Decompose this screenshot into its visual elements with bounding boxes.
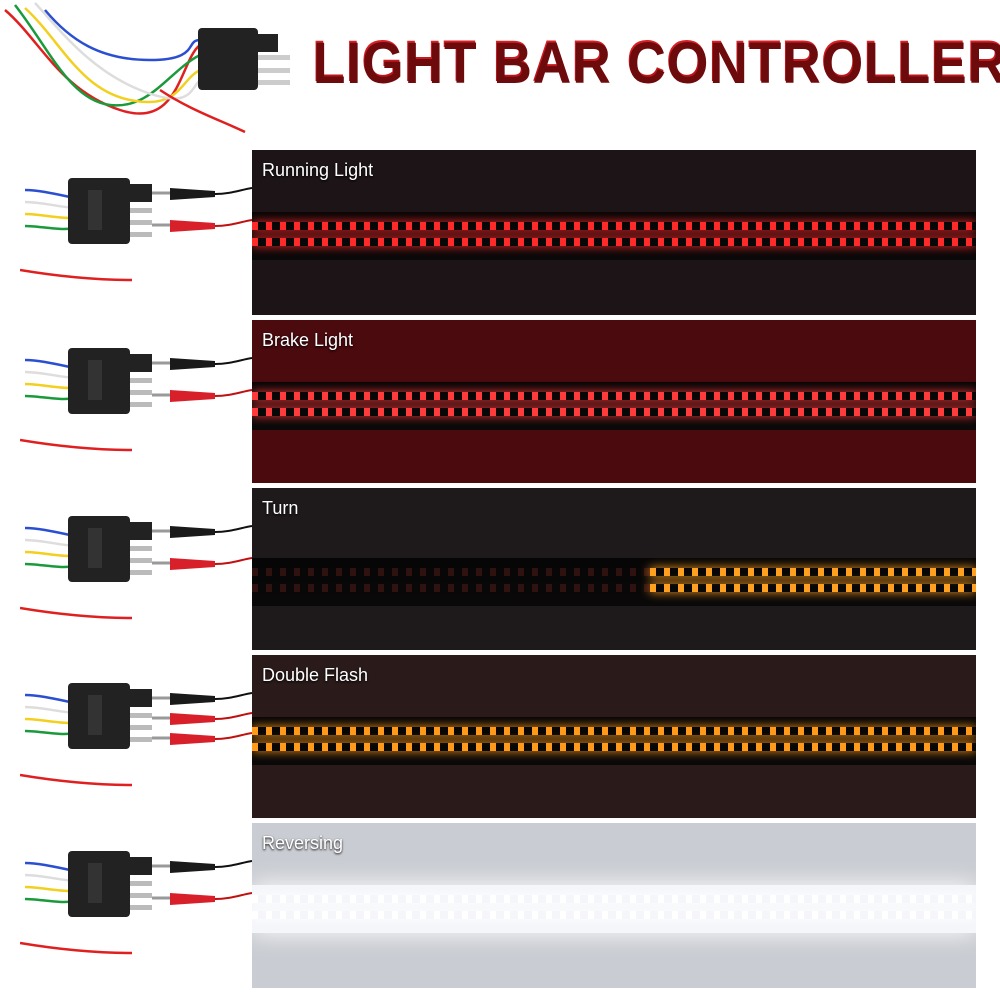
led-row-lit <box>252 392 976 400</box>
mode-panel: Brake Light <box>252 320 976 483</box>
led-strip <box>252 558 976 606</box>
led-row-lit <box>252 408 976 416</box>
led-row-lit <box>650 584 976 592</box>
mode-label: Brake Light <box>262 330 354 350</box>
wiring-harness-image <box>4 2 290 134</box>
led-strip <box>252 212 976 260</box>
led-row-bottom <box>252 584 650 592</box>
connector-wiring-icon <box>20 516 252 620</box>
connector-wiring-icon <box>20 348 252 452</box>
mode-label: Running Light <box>262 160 374 180</box>
mode-panel: Running Light <box>252 150 976 315</box>
mode-panel: Double Flash <box>252 655 976 818</box>
led-row-lit <box>252 727 976 735</box>
led-row-lit <box>252 743 976 751</box>
mode-label: Turn <box>262 498 299 518</box>
led-row-lit <box>650 568 976 576</box>
led-strip <box>252 885 976 933</box>
connector-wiring-icon <box>20 851 252 955</box>
connector-wiring-icon <box>20 683 252 787</box>
mode-label: Double Flash <box>262 665 369 685</box>
led-strip <box>252 382 976 430</box>
led-row-lit <box>252 895 976 903</box>
page-title: LIGHT BAR CONTROLLER <box>312 28 1000 95</box>
mode-panel: Turn <box>252 488 976 650</box>
mode-panel: Reversing <box>252 823 976 988</box>
mode-label: Reversing <box>262 833 344 853</box>
connector-wiring-icon <box>20 178 252 282</box>
led-row-lit <box>252 222 976 230</box>
led-strip <box>252 717 976 765</box>
led-row-lit <box>252 911 976 919</box>
led-row-top <box>252 568 650 576</box>
led-row-lit <box>252 238 976 246</box>
